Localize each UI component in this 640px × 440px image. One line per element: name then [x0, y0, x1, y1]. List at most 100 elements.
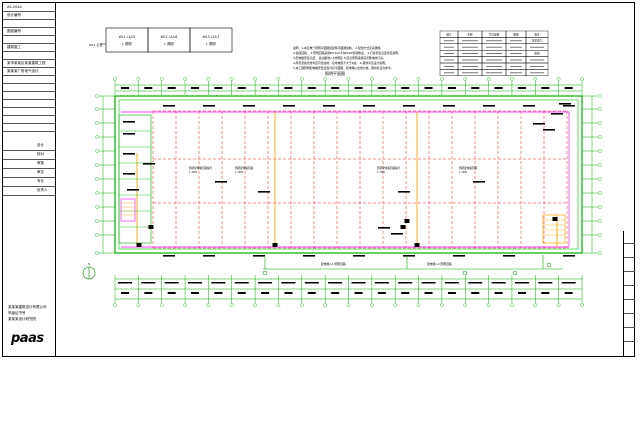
- title-block-row: [3, 51, 55, 60]
- axis-bubble: [598, 107, 602, 111]
- stair-block: [542, 214, 566, 244]
- dimension-text-mark: [284, 292, 293, 294]
- title-block-text: 图纸编号: [7, 29, 21, 33]
- sign-row: 专业: [3, 177, 55, 187]
- sign-label: 专业: [37, 179, 44, 183]
- plan-title: 照明平面图: [325, 70, 345, 76]
- axis-bubble: [598, 177, 602, 181]
- dimension-text-mark: [491, 282, 506, 284]
- dimension-text-mark: [494, 292, 503, 294]
- title-block-row: [3, 99, 55, 108]
- title-block-row: [3, 123, 55, 132]
- axis-bubble: [346, 77, 351, 81]
- axis-bubble: [95, 135, 99, 139]
- legend-box-title: WL2 L2/L6: [161, 35, 178, 39]
- dimension-text-mark: [237, 292, 246, 294]
- equipment-symbol: [512, 270, 518, 276]
- annotation-mark: [203, 255, 215, 257]
- legend-box: [147, 27, 191, 53]
- axis-bubble: [598, 163, 602, 167]
- design-note: 说明：1.本层电气照明平面图按建筑平面图绘制。 2.配线方式见系统图。: [293, 46, 383, 50]
- dimension-text-mark: [258, 282, 273, 284]
- dimension-text-mark: [144, 87, 153, 89]
- table-cell-text: 某某电气: [532, 39, 543, 43]
- building-inner-wall: [118, 99, 579, 250]
- dimension-text-mark: [141, 282, 156, 284]
- dimension-text-mark: [398, 282, 413, 284]
- table-cell-text: 数量: [513, 32, 519, 36]
- annotation-mark: [378, 227, 390, 229]
- annotation-mark: [533, 123, 545, 125]
- dimension-text-mark: [331, 87, 340, 89]
- dimension-text-mark: [261, 87, 270, 89]
- title-block-row: 图纸编号: [3, 27, 55, 36]
- dimension-text-mark: [328, 282, 343, 284]
- dimension-text-mark: [374, 282, 389, 284]
- axis-bubble: [136, 303, 141, 307]
- title-block-text: 某某某厂房电气设计: [7, 69, 39, 73]
- circuit-label: 照明配电箱回路编号: [189, 166, 213, 170]
- axis-bubble: [580, 77, 584, 81]
- dimension-text-mark: [331, 292, 340, 294]
- legend-box-text: L 照明: [206, 42, 215, 46]
- axis-bubble: [416, 303, 421, 307]
- feeder-note: 配电箱 L1 照明回路: [321, 262, 346, 266]
- axis-bubble: [533, 303, 538, 307]
- sign-row: 审定: [3, 168, 55, 178]
- annotation-mark: [243, 105, 255, 107]
- title-block-row: [3, 107, 55, 116]
- axis-bubble: [95, 205, 99, 209]
- axis-bubble: [323, 303, 327, 307]
- circuit-label: 照明配电箱回路编号: [377, 166, 401, 170]
- axis-bubble: [598, 219, 602, 223]
- annotation-mark: [403, 105, 415, 107]
- axis-bubble: [95, 107, 99, 111]
- sign-label: 审核: [37, 161, 44, 165]
- axis-bubble: [183, 77, 187, 81]
- dimension-text-mark: [401, 292, 410, 294]
- circuit-label: L 7kW: [377, 170, 385, 174]
- dimension-text-mark: [444, 282, 459, 284]
- circuit-label: 照明配电箱回路: [235, 166, 254, 170]
- axis-bubble: [113, 303, 117, 307]
- annotation-mark: [253, 255, 265, 257]
- axis-bubble: [598, 94, 602, 98]
- axis-bubble: [533, 77, 538, 81]
- dimension-text-mark: [561, 282, 576, 284]
- dimension-text-mark: [121, 87, 129, 89]
- dimension-text-mark: [284, 87, 293, 89]
- company-line: 甲级证书号: [8, 311, 26, 315]
- dimension-text-mark: [237, 87, 246, 89]
- distribution-box: [400, 225, 406, 229]
- design-note: 5.本工程照明配电箱安装位置详见平面图，配电箱以出线为准。图中标注为参考。: [293, 66, 394, 70]
- title-block-row: AS-2044: [3, 3, 55, 12]
- axis-bubble: [206, 77, 211, 81]
- annotation-mark: [473, 181, 485, 183]
- axis-bubble: [346, 303, 351, 307]
- annotation-mark: [215, 181, 227, 183]
- revision-strip: [623, 231, 635, 356]
- dimension-text-mark: [167, 87, 176, 89]
- title-block-row: [3, 83, 55, 92]
- dimension-text-mark: [471, 292, 480, 294]
- axis-bubble: [299, 77, 304, 81]
- annotation-mark: [563, 255, 575, 257]
- north-arrow-label: N: [88, 262, 90, 266]
- dimension-text-mark: [564, 87, 573, 89]
- dimension-text-mark: [377, 87, 386, 89]
- dimension-text-mark: [471, 87, 480, 89]
- dimension-text-mark: [164, 282, 179, 284]
- axis-bubble: [95, 149, 99, 153]
- dimension-text-mark: [354, 292, 363, 294]
- axis-bubble: [95, 219, 99, 223]
- legend-box-text: L 照明: [164, 42, 173, 46]
- table-cell-text: 型号规格: [489, 32, 500, 36]
- distribution-box: [414, 243, 420, 247]
- dimension-text-mark: [538, 282, 553, 284]
- circuit-label: L 7kW: [459, 170, 467, 174]
- annotation-mark: [163, 105, 175, 107]
- axis-bubble: [598, 135, 602, 139]
- title-block-row: [3, 115, 55, 124]
- axis-bubble: [159, 303, 164, 307]
